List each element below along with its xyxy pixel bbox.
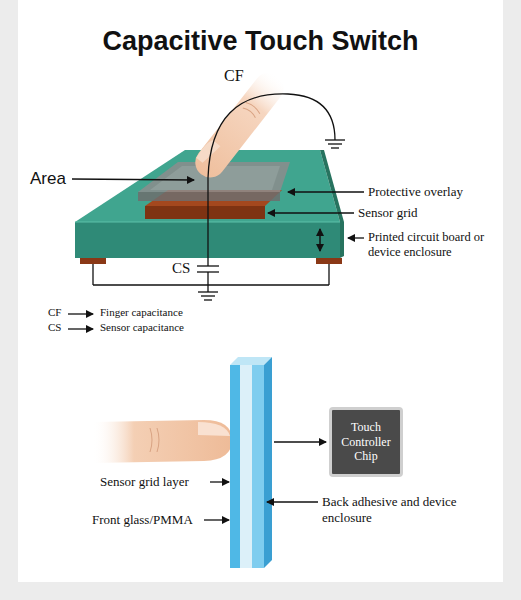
leader-arrows xyxy=(72,179,364,238)
finger xyxy=(189,67,290,184)
legend-text: Finger capacitance xyxy=(100,306,183,319)
thickness-arrow xyxy=(319,229,321,251)
legend-key: CF xyxy=(48,306,61,319)
legend-key: CS xyxy=(48,321,61,334)
part-label: Printed circuit board or device enclosur… xyxy=(368,230,500,260)
capacitance-label: CF xyxy=(224,66,244,85)
chip-box: Touch Controller Chip xyxy=(329,407,403,477)
finger xyxy=(92,420,232,463)
chip-text-group: Touch Controller Chip xyxy=(332,418,400,465)
contact-pad xyxy=(80,258,106,264)
capacitance-label: CS xyxy=(172,259,190,277)
part-label: Back adhesive and device enclosure xyxy=(322,494,467,525)
part-label: Front glass/PMMA xyxy=(92,512,193,528)
glass-panel xyxy=(230,357,272,568)
sensor-circuit xyxy=(93,178,329,300)
legend-text: Sensor capacitance xyxy=(100,321,184,334)
part-label: Sensor grid xyxy=(358,205,418,221)
legend-arrow xyxy=(68,314,93,329)
title: Capacitive Touch Switch xyxy=(0,26,521,57)
part-label: Protective overlay xyxy=(368,184,463,200)
finger-wire xyxy=(208,94,335,178)
leader-arrows xyxy=(204,442,326,520)
contact-pad xyxy=(316,258,342,264)
chip-label: Touch Controller Chip xyxy=(332,418,400,465)
part-label: Sensor grid layer xyxy=(100,474,189,490)
ground-symbol xyxy=(325,140,345,148)
area-label: Area xyxy=(30,169,66,189)
